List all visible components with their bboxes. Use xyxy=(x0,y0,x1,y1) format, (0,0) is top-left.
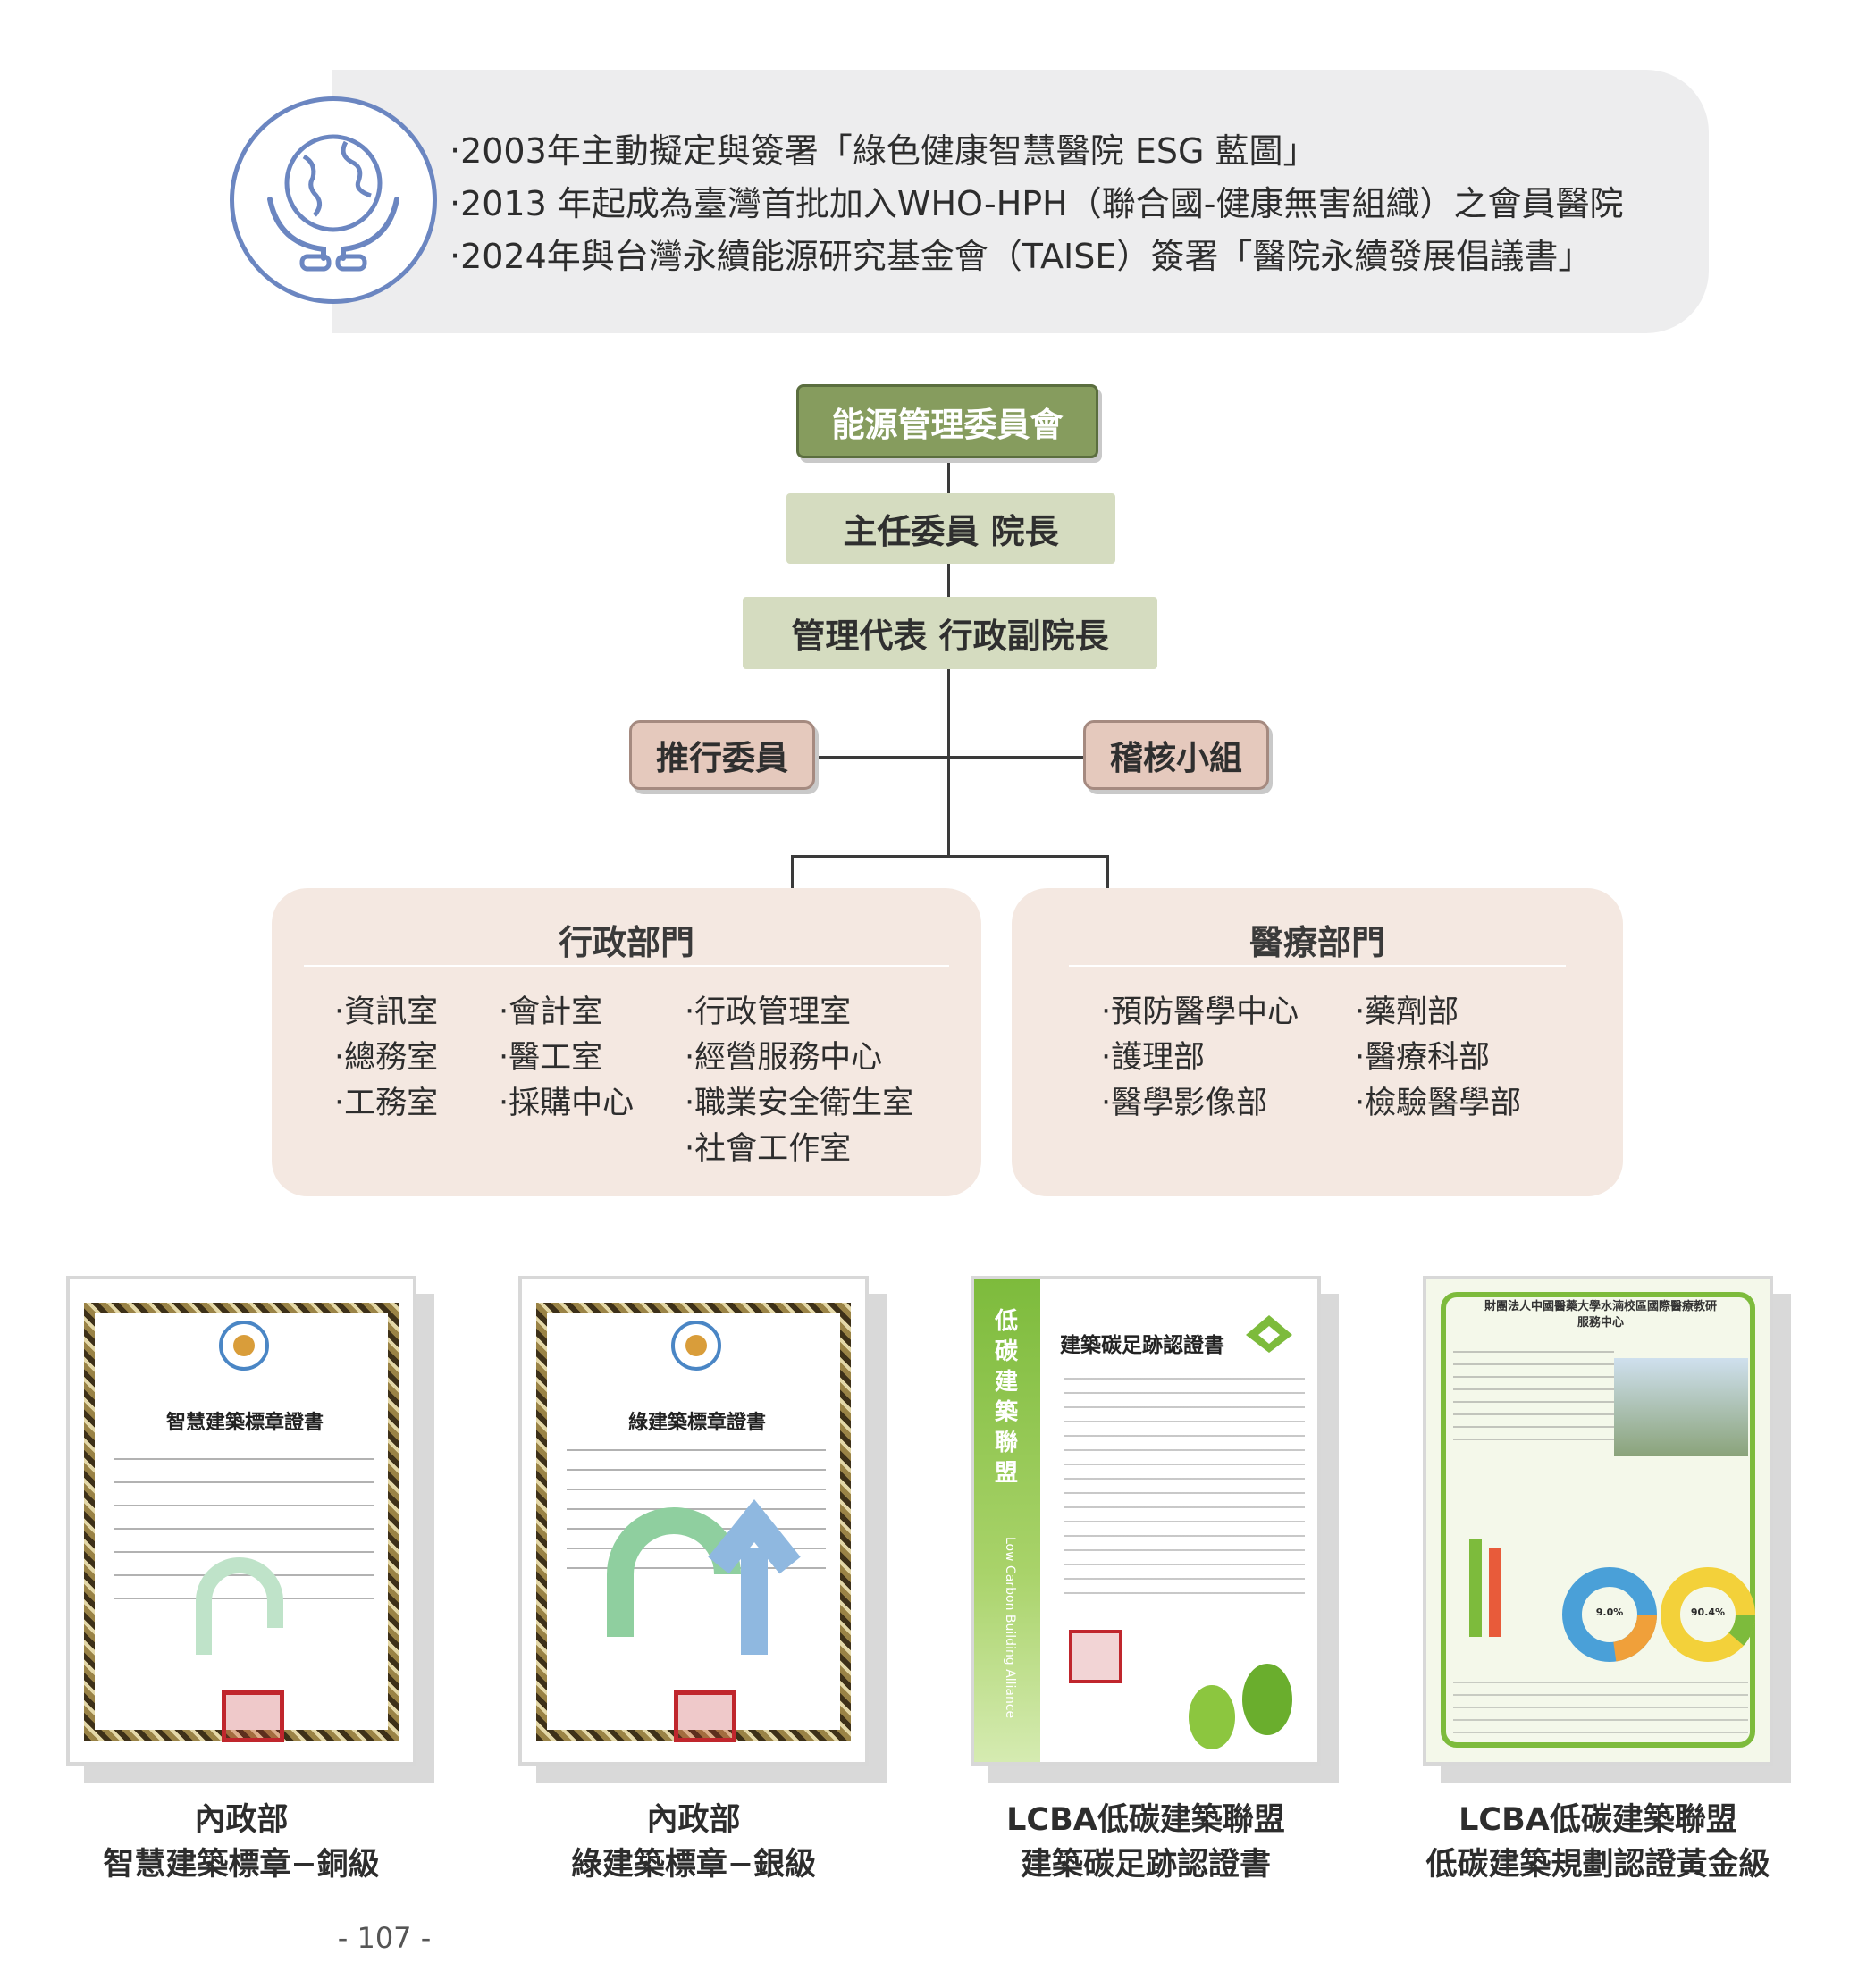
highlight-item: ‧2024年與台灣永續能源研究基金會（TAISE）簽署「醫院永續發展倡議書」 xyxy=(450,237,1593,276)
lcba-logo-icon xyxy=(1246,1315,1292,1353)
chair-box: 主任委員 院長 xyxy=(786,493,1115,564)
certificate-caption: LCBA低碳建築聯盟 低碳建築規劃認證黃金級 xyxy=(1423,1798,1773,1887)
certificate-text-lines xyxy=(1064,1378,1305,1601)
admin-dept-panel: 行政部門 ‧資訊室 ‧總務室 ‧工務室 ‧會計室 ‧醫工室 ‧採購中心 ‧行政管… xyxy=(272,888,981,1196)
official-stamp xyxy=(674,1690,736,1742)
management-rep-box: 管理代表 行政副院長 xyxy=(743,597,1157,669)
certificate-title: 綠建築標章證書 xyxy=(627,1412,766,1434)
list-item: ‧醫學影像部 xyxy=(1101,1086,1268,1121)
list-item: ‧總務室 xyxy=(334,1040,439,1076)
certificate-text-lines xyxy=(1453,1682,1748,1735)
building-rendering xyxy=(1614,1358,1748,1456)
carbon-footprint-certificate: 低碳建築聯盟 Low Carbon Building Alliance 建築碳足… xyxy=(971,1276,1321,1766)
globe-in-hands-icon xyxy=(230,96,437,304)
list-item: ‧資訊室 xyxy=(334,994,439,1030)
list-item: ‧職業安全衛生室 xyxy=(685,1086,914,1121)
admin-col-3: ‧行政管理室 ‧經營服務中心 ‧職業安全衛生室 ‧社會工作室 xyxy=(685,990,913,1172)
list-item: ‧醫療科部 xyxy=(1355,1040,1491,1076)
certificate-text-lines xyxy=(114,1458,374,1610)
divider xyxy=(304,965,949,967)
bar xyxy=(1489,1548,1501,1637)
medical-col-1: ‧預防醫學中心 ‧護理部 ‧醫學影像部 xyxy=(1101,990,1299,1127)
list-item: ‧工務室 xyxy=(334,1086,439,1121)
certificate-caption: 內政部 智慧建築標章−銅級 xyxy=(66,1798,416,1887)
certificate-caption: LCBA低碳建築聯盟 建築碳足跡認證書 xyxy=(971,1798,1321,1887)
green-frame xyxy=(1441,1292,1755,1748)
divider xyxy=(1069,965,1566,967)
side-banner-en: Low Carbon Building Alliance xyxy=(1003,1537,1017,1719)
highlight-list: ‧2003年主動擬定與簽署「綠色健康智慧醫院 ESG 藍圖」 ‧2013 年起成… xyxy=(450,125,1701,283)
certificate-title: 建築碳足跡認證書 xyxy=(1060,1334,1224,1357)
certificate-title: 智慧建築標章證書 xyxy=(165,1412,324,1434)
official-stamp xyxy=(1069,1630,1122,1683)
green-side-banner xyxy=(974,1279,1040,1762)
side-banner-text: 低碳建築聯盟 xyxy=(994,1308,1018,1487)
bar xyxy=(1469,1539,1482,1637)
caption-line-1: 內政部 xyxy=(194,1802,289,1838)
list-item: ‧經營服務中心 xyxy=(685,1040,883,1076)
donut-charts xyxy=(1562,1567,1755,1662)
connector-line xyxy=(791,855,1109,858)
highlight-banner xyxy=(332,70,1709,333)
list-item: ‧行政管理室 xyxy=(685,994,852,1030)
audit-team-box: 稽核小組 xyxy=(1083,720,1269,790)
connector-line xyxy=(1106,855,1109,888)
medical-col-2: ‧藥劑部 ‧醫療科部 ‧檢驗醫學部 xyxy=(1355,990,1521,1127)
list-item: ‧社會工作室 xyxy=(685,1131,852,1167)
certificate-text-lines xyxy=(1453,1351,1614,1449)
caption-line-2: 智慧建築標章−銅級 xyxy=(103,1847,380,1883)
ministry-seal-icon xyxy=(219,1321,269,1371)
list-item: ‧醫工室 xyxy=(499,1040,603,1076)
caption-line-2: 建築碳足跡認證書 xyxy=(1020,1847,1271,1883)
caption-line-1: LCBA低碳建築聯盟 xyxy=(1006,1802,1285,1838)
medical-dept-panel: 醫療部門 ‧預防醫學中心 ‧護理部 ‧醫學影像部 ‧藥劑部 ‧醫療科部 ‧檢驗醫… xyxy=(1012,888,1623,1196)
page-number: - 107 - xyxy=(337,1921,432,1955)
list-item: ‧檢驗醫學部 xyxy=(1355,1086,1522,1121)
smart-building-certificate: 智慧建築標章證書 xyxy=(66,1276,416,1766)
medical-dept-title: 醫療部門 xyxy=(1249,923,1385,962)
highlight-item: ‧2013 年起成為臺灣首批加入WHO-HPH（聯合國-健康無害組織）之會員醫院 xyxy=(450,184,1624,223)
energy-committee-box: 能源管理委員會 xyxy=(796,384,1098,458)
list-item: ‧藥劑部 xyxy=(1355,994,1459,1030)
donut-label: 90.4% xyxy=(1690,1606,1726,1618)
highlight-item: ‧2003年主動擬定與簽署「綠色健康智慧醫院 ESG 藍圖」 xyxy=(450,131,1317,171)
green-building-certificate: 綠建築標章證書 xyxy=(518,1276,869,1766)
caption-line-2: 綠建築標章−銀級 xyxy=(570,1847,817,1883)
ministry-seal-icon xyxy=(671,1321,721,1371)
low-carbon-gold-certificate: 財團法人中國醫藥大學水湳校區國際醫療教研服務中心 9.0% 90.4% xyxy=(1423,1276,1773,1766)
certificate-title: 財團法人中國醫藥大學水湳校區國際醫療教研服務中心 xyxy=(1484,1300,1717,1330)
promoter-box: 推行委員 xyxy=(629,720,815,790)
caption-line-1: LCBA低碳建築聯盟 xyxy=(1459,1802,1737,1838)
ornate-border xyxy=(84,1303,399,1741)
list-item: ‧預防醫學中心 xyxy=(1101,994,1299,1030)
footprint-logo-icon xyxy=(1189,1664,1292,1749)
admin-dept-title: 行政部門 xyxy=(558,923,694,962)
list-item: ‧護理部 xyxy=(1101,1040,1206,1076)
green-arrow-logo-icon xyxy=(196,1557,283,1655)
certificate-caption: 內政部 綠建築標章−銀級 xyxy=(518,1798,869,1887)
green-building-logo-icon xyxy=(607,1498,801,1655)
connector-line xyxy=(816,756,1084,759)
admin-col-1: ‧資訊室 ‧總務室 ‧工務室 xyxy=(334,990,438,1127)
admin-col-2: ‧會計室 ‧醫工室 ‧採購中心 xyxy=(499,990,634,1127)
caption-line-1: 內政部 xyxy=(646,1802,741,1838)
official-stamp xyxy=(222,1690,284,1742)
caption-line-2: 低碳建築規劃認證黃金級 xyxy=(1425,1847,1770,1883)
list-item: ‧採購中心 xyxy=(499,1086,635,1121)
list-item: ‧會計室 xyxy=(499,994,603,1030)
donut-label: 9.0% xyxy=(1595,1606,1624,1618)
connector-line xyxy=(791,855,794,888)
